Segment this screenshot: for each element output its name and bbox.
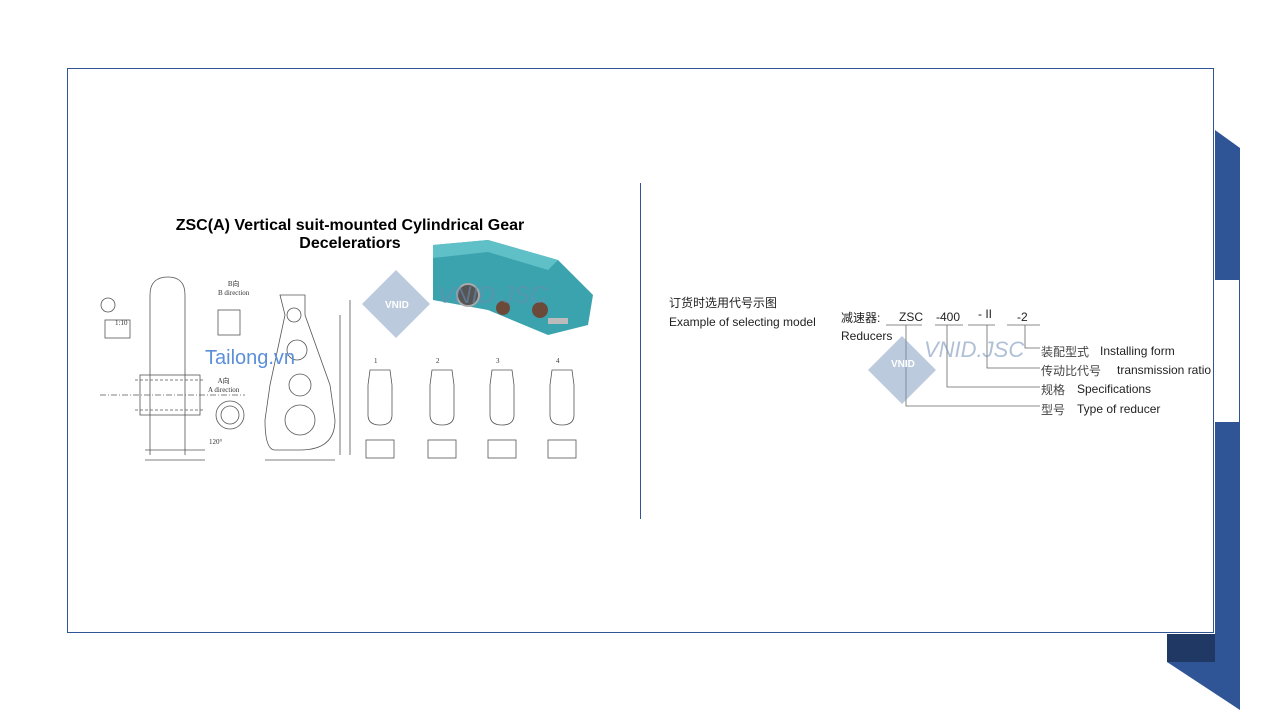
reducer-cn: 减速器: <box>841 311 881 325</box>
legend-en-type: Type of reducer <box>1077 402 1161 416</box>
legend-en-install: Installing form <box>1100 344 1175 358</box>
watermark-text-2: VNID.JSC <box>924 337 1025 362</box>
legend-en-spec: Specifications <box>1077 382 1152 396</box>
b-direction-cn: B向 <box>227 280 240 288</box>
figure-title: ZSC(A) Vertical suit-mounted Cylindrical… <box>90 217 610 253</box>
title-line-1: ZSC(A) Vertical suit-mounted Cylindrical… <box>175 217 525 234</box>
watermark-logo-text-2: VNID <box>891 359 915 370</box>
vnid-logo-icon-2 <box>868 336 936 404</box>
divider <box>640 183 641 519</box>
mount-label-4: 4 <box>556 357 560 365</box>
site-watermark: Tailong.vn <box>205 347 296 369</box>
gearbox-image <box>433 240 593 335</box>
a-direction-cn: A向 <box>217 377 230 385</box>
ratio-label: 1:10 <box>115 319 128 327</box>
mount-label-2: 2 <box>436 357 440 365</box>
mount-position-diagrams <box>365 369 577 459</box>
legend-en-ratio: transmission ratio <box>1117 363 1212 377</box>
corner-accent <box>1167 634 1215 662</box>
title-line-2: Deceleratiors <box>299 235 401 252</box>
mount-label-1: 1 <box>374 357 378 365</box>
legend-cn-type: 型号 <box>1041 403 1066 417</box>
reducer-en: Reducers <box>841 329 893 343</box>
code-install: -2 <box>1017 310 1028 324</box>
b-direction-label: B向 B direction <box>218 279 249 297</box>
mount-label-3: 3 <box>496 357 500 365</box>
content-frame <box>67 68 1214 633</box>
vnid-logo-icon <box>362 270 430 338</box>
legend-cn-install: 装配型式 <box>1041 345 1090 359</box>
a-direction-label: A向 A direction <box>208 376 239 394</box>
heading-cn: 订货时选用代号示图 <box>669 296 778 310</box>
code-type: ZSC <box>899 310 923 324</box>
b-direction-en: B direction <box>218 289 250 297</box>
legend-cn-ratio: 传动比代号 <box>1041 364 1102 378</box>
a-direction-en: A direction <box>208 386 240 394</box>
heading-en: Example of selecting model <box>669 315 816 329</box>
code-ratio: - II <box>978 307 992 321</box>
watermark-logo-text: VNID <box>385 300 409 311</box>
technical-drawing <box>100 276 577 461</box>
code-spec: -400 <box>936 310 961 324</box>
angle-label: 120° <box>209 438 223 446</box>
legend-cn-spec: 规格 <box>1041 383 1066 397</box>
watermark-text: VNID.JSC <box>438 282 548 309</box>
